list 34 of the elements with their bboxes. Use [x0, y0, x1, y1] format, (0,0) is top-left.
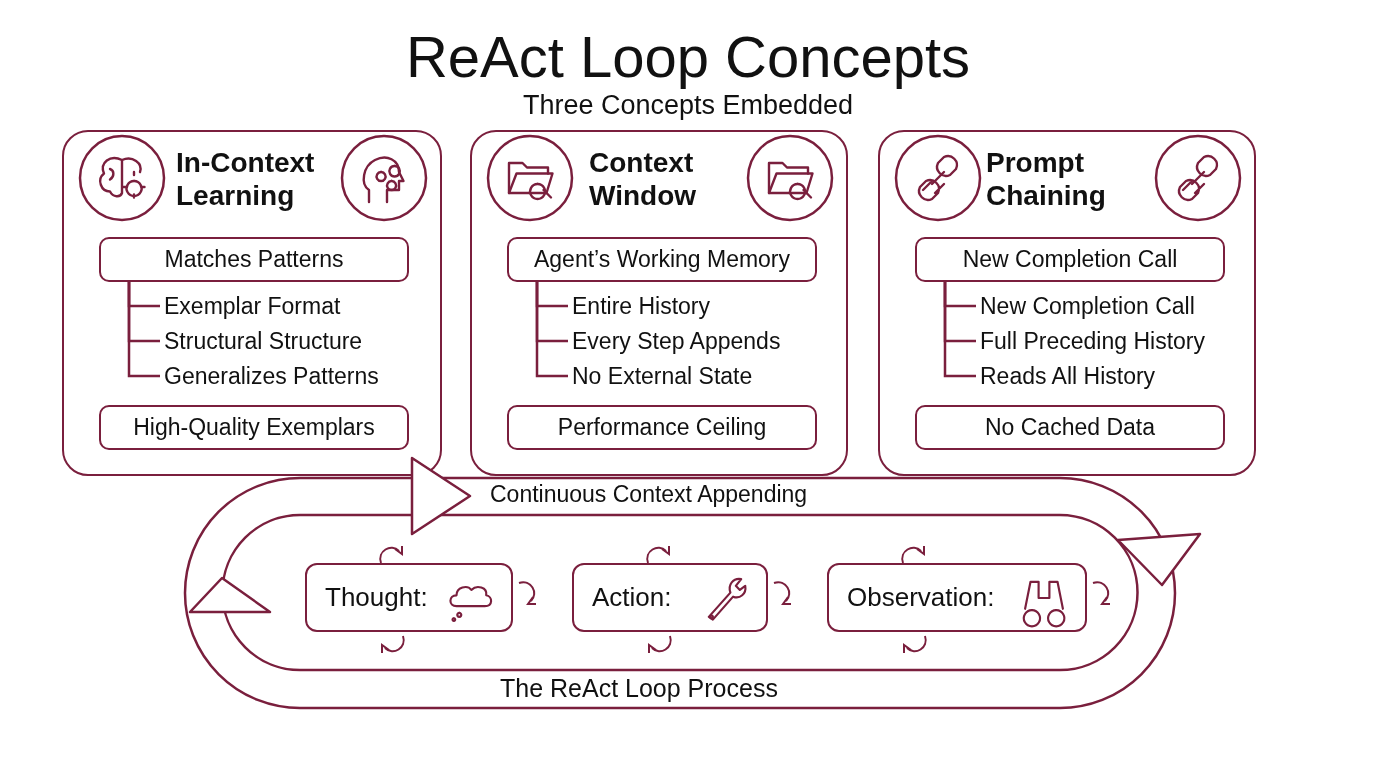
list-item: Full Preceding History: [980, 325, 1250, 357]
concept-box: Performance Ceiling: [507, 405, 817, 450]
tree-connector: [127, 282, 160, 378]
concept-box: Matches Patterns: [99, 237, 409, 282]
title: ReAct Loop Concepts: [404, 23, 972, 91]
concept-box: Agent’s Working Memory: [507, 237, 817, 282]
tree-connector: [535, 282, 568, 378]
concept-box: High-Quality Exemplars: [99, 405, 409, 450]
list-item: Structural Structure: [164, 325, 434, 357]
step-box: [305, 563, 513, 632]
step-label: Observation:: [847, 582, 995, 613]
list-item: No External State: [572, 360, 842, 392]
concept-panel: [62, 130, 442, 476]
step-label: Thought:: [325, 582, 428, 613]
panel-heading: Context Window: [589, 146, 698, 212]
list-item: Exemplar Format: [164, 290, 434, 322]
list-item: Reads All History: [980, 360, 1250, 392]
list-item: New Completion Call: [980, 290, 1250, 322]
loop-label: The ReAct Loop Process: [500, 674, 778, 703]
concept-box: No Cached Data: [915, 405, 1225, 450]
loop-label: Continuous Context Appending: [490, 481, 808, 508]
concept-panel: [470, 130, 848, 476]
list-item: Generalizes Patterns: [164, 360, 434, 392]
panel-heading: Prompt Chaining: [986, 146, 1107, 212]
list-item: Every Step Appends: [572, 325, 842, 357]
panel-heading: In-Context Learning: [176, 146, 316, 212]
subtitle: Three Concepts Embedded: [521, 90, 855, 121]
list-item: Entire History: [572, 290, 842, 322]
tree-connector: [943, 282, 976, 378]
step-box: [827, 563, 1087, 632]
concept-box: New Completion Call: [915, 237, 1225, 282]
step-label: Action:: [592, 582, 672, 613]
concept-panel: [878, 130, 1256, 476]
step-box: [572, 563, 768, 632]
